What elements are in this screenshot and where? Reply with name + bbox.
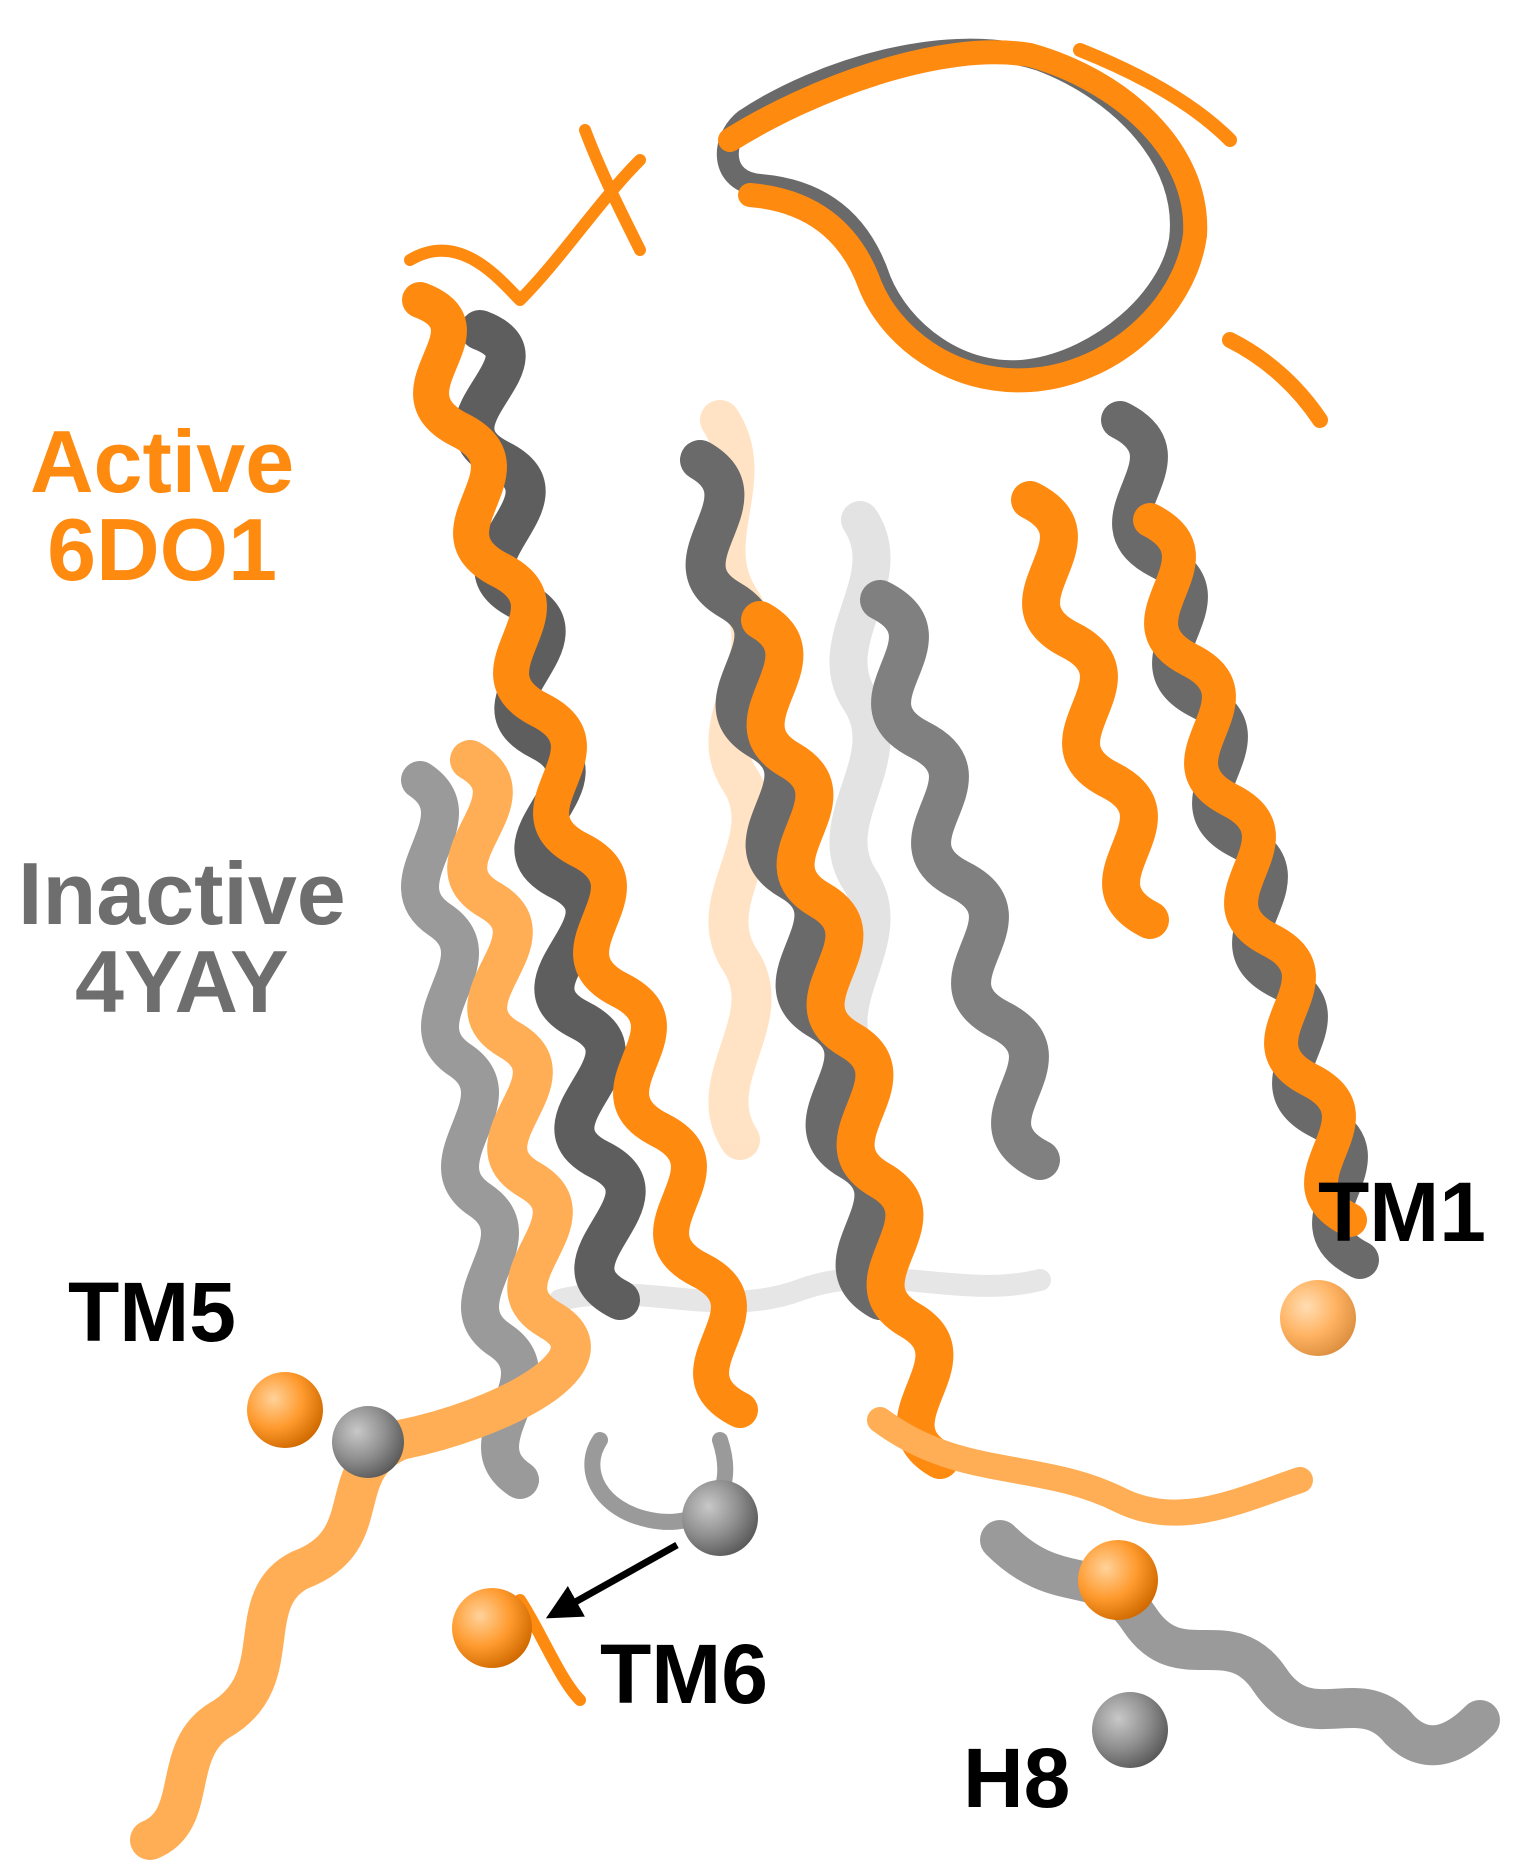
tm6-shift-arrow-icon: [545, 1541, 679, 1619]
tm5-sphere-inactive: [332, 1406, 404, 1478]
h8-sphere-inactive: [1092, 1692, 1168, 1768]
legend-active-pdb: 6DO1: [47, 500, 278, 599]
tm1-label: TM1: [1318, 1165, 1486, 1259]
extracellular-loop: [579, 38, 1237, 393]
tm6-sphere-active: [452, 1588, 532, 1668]
tm1-sphere-active: [1280, 1280, 1356, 1356]
inactive-helices: [401, 310, 1500, 1766]
tm5-label: TM5: [68, 1265, 236, 1359]
h8-label: H8: [963, 1731, 1071, 1825]
residue-spheres: [247, 1280, 1356, 1768]
legend-inactive-pdb: 4YAY: [75, 932, 289, 1031]
tm7-sphere-active: [1078, 1540, 1158, 1620]
legend-inactive: Inactive 4YAY: [18, 850, 346, 1026]
legend-active: Active 6DO1: [30, 418, 294, 594]
legend-active-state: Active: [30, 412, 295, 511]
active-helices: [130, 154, 1367, 1860]
tm6-sphere-inactive: [682, 1480, 758, 1556]
legend-inactive-state: Inactive: [18, 844, 346, 943]
tm5-sphere-active: [247, 1372, 323, 1448]
tm6-label: TM6: [600, 1627, 768, 1721]
